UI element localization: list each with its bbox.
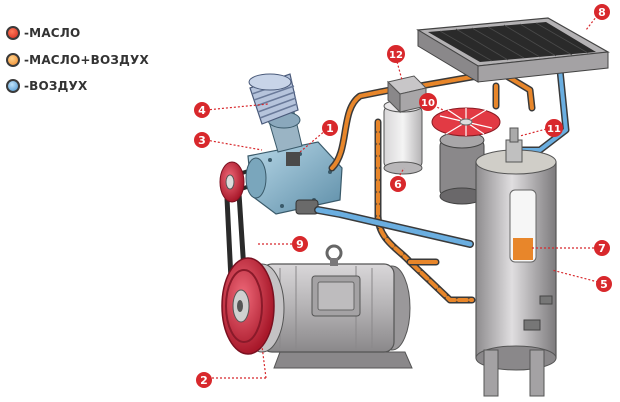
separator-tank bbox=[475, 127, 557, 397]
legend-oil-air-label: -МАСЛО+ВОЗДУХ bbox=[24, 53, 149, 67]
callout-4-label: 4 bbox=[198, 104, 206, 117]
callout-6: 6 bbox=[390, 176, 406, 192]
callout-10-label: 10 bbox=[421, 98, 435, 109]
callout-12: 12 bbox=[387, 45, 405, 63]
callout-1: 1 bbox=[322, 120, 338, 136]
callout-7: 7 bbox=[594, 240, 610, 256]
callout-9-label: 9 bbox=[296, 238, 304, 251]
callout-5: 5 bbox=[596, 276, 612, 292]
callout-6-label: 6 bbox=[394, 178, 402, 191]
compressor-pulley bbox=[219, 161, 245, 203]
air-lines bbox=[314, 66, 570, 248]
callout-2-label: 2 bbox=[200, 374, 208, 387]
air-swatch-icon bbox=[6, 79, 20, 93]
callout-3: 3 bbox=[194, 132, 210, 148]
callout-8: 8 bbox=[594, 4, 610, 20]
callout-5-label: 5 bbox=[600, 278, 608, 291]
oil-swatch-icon bbox=[6, 26, 20, 40]
callout-9: 9 bbox=[292, 236, 308, 252]
legend-oil-label: -МАСЛО bbox=[24, 26, 81, 40]
motor-base bbox=[273, 351, 413, 369]
callout-leaders bbox=[205, 11, 601, 379]
oil-cooler-radiator bbox=[416, 17, 610, 83]
callout-1-label: 1 bbox=[326, 122, 334, 135]
legend-air: -ВОЗДУХ bbox=[6, 77, 87, 95]
callout-8-label: 8 bbox=[598, 6, 606, 19]
legend-air-label: -ВОЗДУХ bbox=[24, 79, 88, 93]
callout-4: 4 bbox=[194, 102, 210, 118]
callout-12-label: 12 bbox=[389, 50, 403, 61]
air-filter bbox=[248, 73, 299, 125]
oil-air-swatch-icon bbox=[6, 53, 20, 67]
cooling-fan bbox=[431, 107, 501, 137]
legend-oil: -МАСЛО bbox=[6, 24, 80, 42]
callout-3-label: 3 bbox=[198, 134, 206, 147]
callout-7-label: 7 bbox=[598, 242, 606, 255]
callout-2: 2 bbox=[196, 372, 212, 388]
oil-lines bbox=[328, 68, 536, 304]
callout-11-label: 11 bbox=[547, 124, 561, 135]
air-end-compressor bbox=[245, 141, 343, 215]
callout-10: 10 bbox=[419, 93, 437, 111]
motor-pulley bbox=[221, 257, 275, 355]
callout-11: 11 bbox=[545, 119, 563, 137]
legend-oil-air: -МАСЛО+ВОЗДУХ bbox=[6, 51, 149, 69]
